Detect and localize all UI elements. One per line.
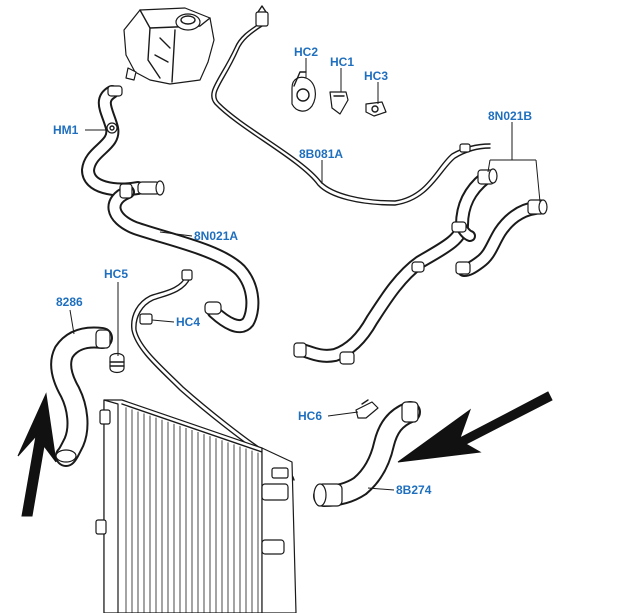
label-hc6: HC6	[298, 409, 322, 423]
label-8b081a: 8B081A	[299, 147, 343, 161]
hose-8b274	[313, 401, 421, 507]
hm1-part	[106, 122, 118, 134]
leader-lines	[69, 58, 541, 491]
clip-hc6	[355, 399, 379, 419]
label-8n021b: 8N021B	[488, 109, 532, 123]
hose-8n021b-left	[293, 168, 498, 365]
arrow-down-right	[397, 391, 553, 463]
label-8286: 8286	[56, 295, 83, 309]
hose-8286	[50, 326, 113, 467]
clip-hc1	[329, 91, 349, 115]
label-hc4: HC4	[176, 315, 200, 329]
arrow-up-left	[17, 392, 57, 517]
hose-8n021b-right	[455, 199, 548, 277]
label-8n021a: 8N021A	[194, 229, 238, 243]
radiator	[95, 399, 297, 613]
label-hc5: HC5	[104, 267, 128, 281]
label-hc3: HC3	[364, 69, 388, 83]
clip-hc3	[365, 101, 387, 117]
clip-hc2	[291, 71, 316, 112]
hose-8n021a	[81, 85, 260, 334]
label-hc1: HC1	[330, 55, 354, 69]
callout-labels: HC2 HC1 HC3 HM1 8B081A 8N021B 8N021A HC5…	[53, 45, 532, 497]
label-hm1: HM1	[53, 123, 79, 137]
label-hc2: HC2	[294, 45, 318, 59]
clip-hc5	[109, 352, 125, 374]
expansion-tank	[123, 7, 215, 85]
label-8b274: 8B274	[396, 483, 432, 497]
bleed-tube-8b081a	[211, 5, 491, 206]
